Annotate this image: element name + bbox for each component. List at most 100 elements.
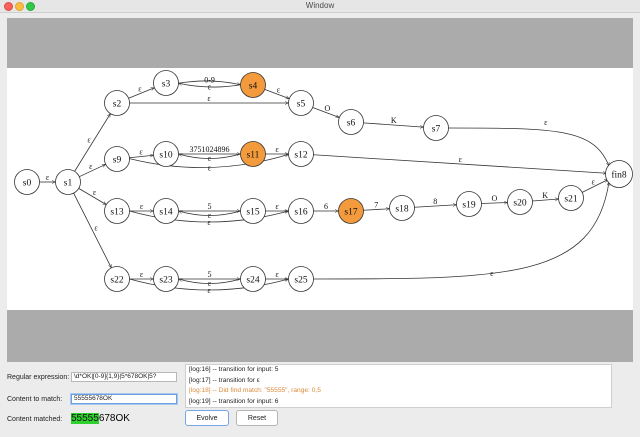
transition-s25-fin8	[312, 182, 609, 280]
state-label: s12	[294, 151, 307, 161]
minimize-window-button[interactable]	[15, 2, 24, 11]
transition-label: ε	[275, 145, 279, 154]
transition-label: ε	[89, 162, 93, 171]
evolve-button[interactable]: Evolve	[185, 410, 229, 426]
matched-highlight: 55555	[71, 413, 99, 424]
transition-label: ε	[208, 164, 212, 173]
transition-s9-s10	[129, 155, 153, 159]
state-s4	[240, 72, 266, 98]
state-s9	[104, 146, 130, 172]
state-label: s21	[564, 195, 577, 205]
transition-s11-s10	[179, 154, 241, 159]
state-label: s13	[110, 208, 123, 218]
state-label: s17	[344, 208, 357, 218]
state-s16	[288, 198, 314, 224]
transition-s17-s18	[363, 209, 389, 211]
state-label: s10	[159, 151, 172, 161]
log-line: [log:19] -- transition for input: 6	[189, 397, 279, 405]
transition-label: 5	[208, 270, 212, 279]
state-s25	[288, 266, 314, 292]
transition-s3-s4	[178, 80, 240, 85]
state-s10	[153, 141, 179, 167]
state-label: s25	[294, 276, 307, 286]
state-s6	[338, 109, 364, 135]
transition-label: O	[491, 194, 497, 203]
transition-s1-s2	[74, 114, 111, 172]
state-label: s11	[247, 151, 260, 161]
state-label: s15	[246, 208, 259, 218]
state-s15	[240, 198, 266, 224]
transition-label: 0-9	[204, 76, 215, 85]
state-label: s6	[347, 119, 356, 129]
log-line: [log:16] -- transition for input: 5	[189, 366, 279, 373]
transition-label: ε	[138, 84, 142, 93]
state-s5	[288, 90, 314, 116]
state-s19	[456, 191, 482, 217]
content-input[interactable]: 55555678OK	[71, 394, 177, 404]
matched-rest: 678OK	[98, 413, 130, 424]
state-label: s18	[395, 205, 408, 215]
transition-label: ε	[277, 85, 281, 94]
state-label: s1	[64, 179, 73, 189]
transition-label: ε	[140, 202, 144, 211]
state-s3	[153, 70, 179, 96]
state-label: s16	[294, 208, 307, 218]
reset-button[interactable]: Reset	[236, 410, 278, 426]
zoom-window-button[interactable]	[26, 2, 35, 11]
content-label: Content to match:	[7, 396, 63, 403]
transition-label: ε	[490, 269, 494, 278]
state-s13	[104, 198, 130, 224]
close-window-button[interactable]	[4, 2, 13, 11]
state-s0	[14, 169, 40, 195]
transition-s6-s7	[363, 122, 423, 127]
state-label: s5	[297, 100, 306, 110]
log-line-match: [log:18] -- Did find match: "55555", ran…	[189, 387, 321, 394]
transition-label: ε	[275, 270, 279, 279]
transition-label: 7	[374, 201, 378, 210]
transition-s1-s13	[78, 188, 106, 205]
window-titlebar: Window	[0, 0, 640, 13]
state-label: s9	[113, 156, 122, 166]
transition-label: ε	[139, 148, 143, 157]
transition-label: O	[325, 104, 331, 113]
transition-s9-s12	[129, 154, 288, 168]
transition-label: K	[542, 191, 548, 200]
transition-s22-s25	[129, 279, 289, 291]
state-label: s24	[246, 276, 259, 286]
transition-label: ε	[275, 202, 279, 211]
state-s23	[153, 266, 179, 292]
transition-label: 8	[433, 197, 437, 206]
state-s7	[423, 115, 449, 141]
transition-label: K	[391, 116, 397, 125]
transition-label: ε	[207, 94, 211, 103]
transition-s1-s22	[73, 192, 112, 268]
transition-label: 3751024896	[190, 145, 230, 154]
transition-label: ε	[544, 118, 548, 127]
state-s1	[55, 169, 81, 195]
transition-label: ε	[207, 286, 211, 295]
state-label: s7	[432, 125, 441, 135]
transition-label: ε	[140, 270, 144, 279]
window-title: Window	[305, 1, 335, 10]
matched-output: 55555678OK	[71, 413, 130, 425]
state-s21	[558, 185, 584, 211]
transition-s4-s3	[178, 83, 241, 88]
state-s20	[507, 189, 533, 215]
transition-s24-s23	[179, 279, 241, 284]
transition-s7-fin8	[448, 127, 609, 166]
matched-label: Content matched:	[7, 416, 63, 423]
state-s2	[104, 90, 130, 116]
state-s14	[153, 198, 179, 224]
transition-label: 6	[324, 202, 328, 211]
state-label: s2	[113, 100, 122, 110]
transition-label: ε	[459, 155, 463, 164]
state-label: s20	[513, 199, 526, 209]
transition-s5-s6	[312, 107, 340, 117]
log-panel[interactable]: [log:16] -- transition for input: 5 [log…	[185, 364, 612, 408]
transition-label: ε	[207, 218, 211, 227]
regex-input[interactable]: \d*OK|[0-9]{1,9}|5*678OK|5?	[71, 372, 177, 382]
transition-s2-s3	[128, 87, 155, 99]
state-label: s22	[110, 276, 123, 286]
state-s17	[338, 198, 364, 224]
